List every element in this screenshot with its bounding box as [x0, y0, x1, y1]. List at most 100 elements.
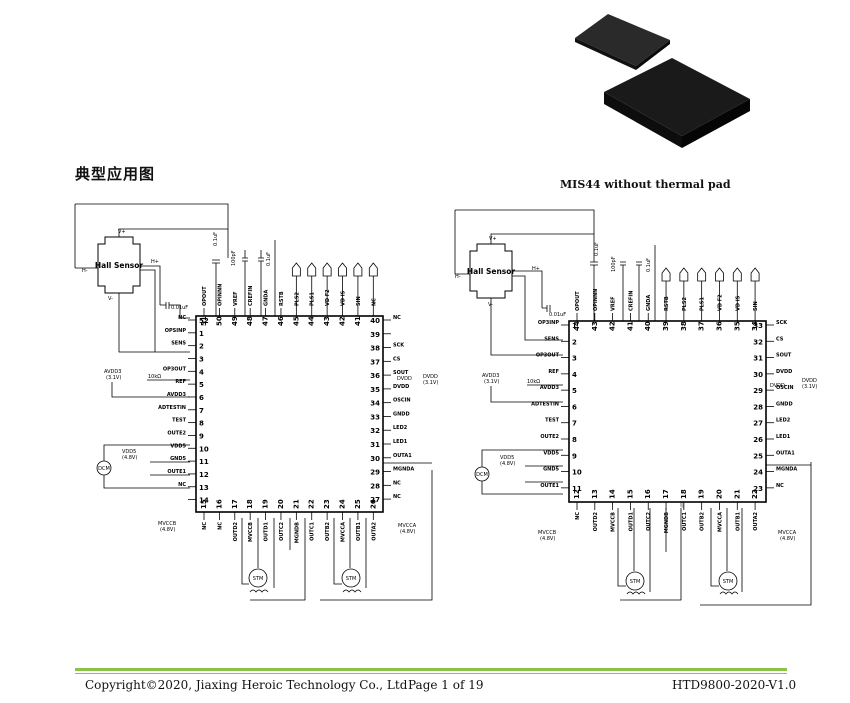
left-pin-label: OP3OUT [163, 366, 187, 372]
right-pin-num: 17 [662, 489, 670, 499]
right-pin-label: DVDD [776, 369, 792, 375]
left-hall-hm: H- [82, 268, 88, 274]
right-pin-num: 24 [753, 469, 763, 477]
right-schematic: Hall Sensor V+ V- H+ H- 0.01uF 0.1uF 100… [454, 209, 817, 606]
left-stm-motor-2 [341, 568, 361, 588]
right-pin-label: NC [575, 512, 581, 520]
left-pin-num: 22 [308, 499, 316, 509]
right-pin-num: 22 [751, 489, 759, 499]
left-pin-num: 34 [370, 400, 380, 408]
right-pin-num: 3 [572, 355, 577, 363]
left-pin-num: 31 [370, 441, 380, 449]
right-pin-label: OUTB1 [735, 511, 741, 531]
left-pin-num: 8 [199, 420, 204, 428]
left-pin-label: GNDD [393, 411, 410, 417]
left-connector-icon [368, 262, 378, 277]
left-pin-num: 24 [339, 499, 347, 509]
left-mvccb: MVCCB [158, 521, 177, 527]
right-connector-icon [697, 267, 707, 282]
right-mvcca: MVCCA [778, 530, 797, 536]
right-pin-num: 33 [753, 322, 763, 330]
left-pin-num: 43 [323, 316, 331, 326]
right-pin-num: 25 [753, 452, 763, 460]
footer-rule-thin [75, 673, 787, 674]
left-pin-num: 37 [370, 358, 380, 366]
right-pin-label: OSCIN [776, 385, 794, 391]
left-connector-icon [322, 262, 332, 277]
right-ic-body [568, 320, 767, 503]
right-dvdd-name: DVDD [802, 378, 817, 384]
right-pin-num: 15 [626, 489, 634, 499]
left-pin-num: 10 [199, 445, 209, 453]
right-hall-vm: V- [488, 302, 493, 308]
left-pin-label: LED2 [393, 425, 408, 431]
left-pin-num: 4 [199, 368, 204, 376]
left-pin-label: REF [175, 379, 186, 385]
right-pin-num: 5 [572, 387, 577, 395]
left-pin-num: 44 [308, 316, 316, 326]
left-cap-crefin: 0.1uF [266, 252, 272, 266]
left-pin-label: CREFIN [248, 286, 254, 306]
left-mvcca: MVCCA [398, 523, 417, 529]
left-stm-motor-1 [248, 568, 268, 588]
right-pin-label: MVCCB [611, 512, 617, 532]
left-hall-vp: V+ [118, 229, 126, 235]
left-pin-num: 7 [199, 407, 204, 415]
left-pin-label: OPSINP [165, 328, 187, 334]
left-pin-label: OUTB2 [325, 521, 331, 541]
right-pin-label: NC [776, 483, 784, 489]
right-pin-num: 4 [572, 371, 577, 379]
right-pin-num: 9 [572, 452, 577, 460]
left-pin-num: 39 [370, 331, 380, 339]
left-pin-label: VD IS [341, 290, 347, 306]
left-pin-label: MVCCA [341, 522, 347, 542]
left-pin-label: AVDD3 [167, 392, 187, 398]
left-pin-label: MVCCB [248, 522, 254, 542]
left-pin-label: NC [202, 522, 208, 530]
left-hall-hp: H+ [151, 259, 159, 265]
left-pin-num: 36 [370, 372, 380, 380]
right-res: 10kΩ [527, 379, 540, 385]
right-pin-num: 7 [572, 420, 577, 428]
left-pin-label: RSTB [279, 291, 285, 306]
left-hall-sensor [97, 236, 141, 294]
right-pin-label: GNDD [776, 401, 793, 407]
left-pin-label: NC [393, 315, 401, 321]
section-title: 典型应用图 [75, 165, 156, 183]
right-pin-label: OUTA2 [753, 511, 759, 530]
right-pin-label: SCK [776, 320, 788, 326]
left-stm-2: STM [346, 576, 357, 582]
right-pin-num: 1 [572, 322, 577, 330]
right-pin-num: 29 [753, 387, 763, 395]
left-vdd5: VDD5 [122, 449, 136, 455]
left-pin-num: 40 [370, 317, 380, 325]
right-pin-label: CREFIN [628, 291, 634, 311]
left-pin-num: 21 [292, 499, 300, 509]
left-pin-num: 46 [277, 316, 285, 326]
right-pin-num: 42 [609, 321, 617, 331]
right-stm-motor-1 [625, 571, 645, 591]
right-mvcca-v: (4.8V) [780, 536, 795, 542]
right-pin-label: GNDA [646, 295, 652, 311]
right-hall-vp: V+ [489, 236, 497, 242]
left-mvcca-v: (4.8V) [400, 529, 415, 535]
right-cap-crefin: 0.1uF [646, 258, 652, 272]
right-pin-num: 11 [572, 485, 582, 493]
left-pin-num: 52 [199, 317, 209, 325]
footer-rule [75, 668, 787, 671]
left-mvccb-v: (4.8V) [160, 527, 175, 533]
package-caption: MIS44 without thermal pad [560, 178, 731, 191]
left-pin-num: 3 [199, 355, 204, 363]
left-avdd3: AVDD3 [104, 369, 121, 375]
right-pin-label: MGNDA [776, 467, 797, 473]
left-pin-label: OUTD2 [233, 521, 239, 541]
right-connector-icon [750, 267, 760, 282]
right-pin-label: VREF [611, 296, 617, 311]
right-pin-num: 36 [715, 321, 723, 331]
right-dvdd-v: (3.1V) [802, 384, 817, 390]
right-avdd3: AVDD3 [482, 373, 499, 379]
right-pin-label: OPOUT [575, 291, 581, 311]
right-pin-num: 12 [573, 489, 581, 499]
left-pin-num: 51 [200, 316, 208, 326]
